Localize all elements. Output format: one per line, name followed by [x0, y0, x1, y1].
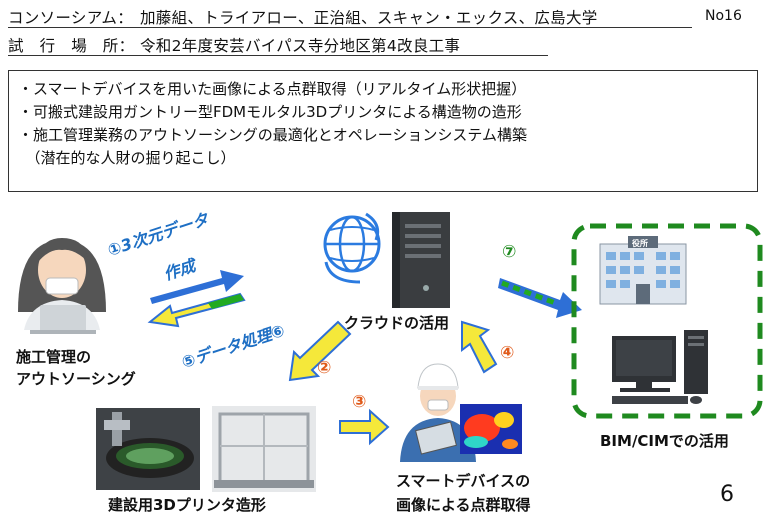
smart-label-1: スマートデバイスの [396, 470, 530, 491]
step4-arrow [462, 322, 496, 372]
point-cloud-heatmap [460, 404, 522, 454]
step2-number: ② [317, 358, 331, 378]
step3-arrow [340, 411, 388, 443]
server-icon [392, 212, 450, 308]
outsourcing-label-1: 施工管理の [16, 346, 91, 367]
printer-frame-photo [212, 406, 316, 492]
printer-label: 建設用3Dプリンタ造形 [108, 494, 266, 515]
globe-icon [325, 214, 379, 282]
step7-number: ⑦ [502, 242, 516, 262]
printing-photo [96, 408, 200, 490]
computer-icon [612, 330, 708, 404]
step3-number: ③ [352, 392, 366, 412]
bim-label: BIM/CIMでの活用 [600, 430, 729, 451]
page-number: 6 [720, 482, 734, 507]
smart-label-2: 画像による点群取得 [396, 494, 531, 515]
cloud-label: クラウドの活用 [344, 312, 449, 333]
outsourcing-label-2: アウトソーシング [16, 368, 136, 389]
step7-arrow [498, 278, 582, 318]
worker-icon [18, 238, 106, 334]
step4-number: ④ [500, 343, 514, 363]
office-sign: 役所 [632, 238, 648, 249]
